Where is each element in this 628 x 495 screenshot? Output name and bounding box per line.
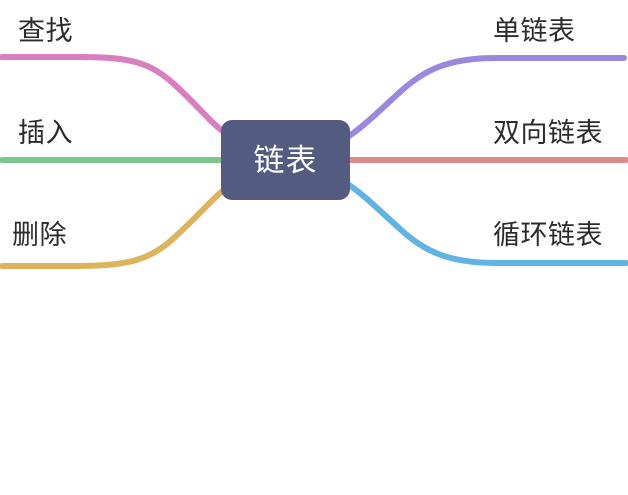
central-node-label: 链表 bbox=[253, 142, 318, 178]
branch-label-singly-linked-list[interactable]: 单链表 bbox=[493, 16, 576, 46]
branch-label-search[interactable]: 查找 bbox=[18, 16, 73, 46]
branch-label-insert[interactable]: 插入 bbox=[18, 118, 73, 148]
branch-line-search bbox=[0, 54, 228, 136]
branch-label-doubly-linked-list[interactable]: 双向链表 bbox=[493, 118, 603, 148]
branch-label-circular-linked-list[interactable]: 循环链表 bbox=[493, 220, 603, 250]
branch-line-delete bbox=[0, 186, 228, 269]
branch-line-circular-linked-list bbox=[343, 180, 628, 266]
central-node[interactable]: 链表 bbox=[221, 120, 350, 200]
branch-line-singly-linked-list bbox=[343, 55, 627, 141]
branch-label-delete[interactable]: 删除 bbox=[12, 220, 67, 250]
